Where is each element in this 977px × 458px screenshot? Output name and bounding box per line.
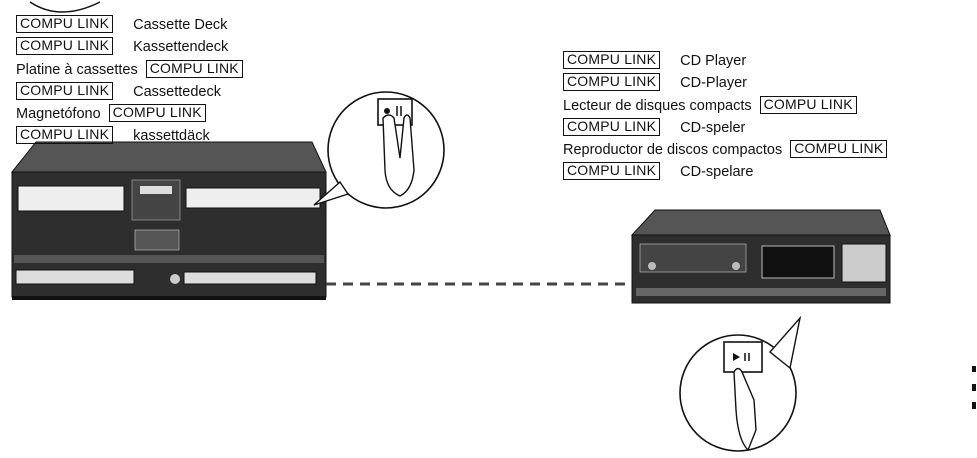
- label-text: CD-speler: [680, 119, 746, 136]
- cd-label-4: Reproductor de discos compactos COMPU LIN…: [563, 139, 888, 161]
- label-text: CD Player: [680, 53, 747, 69]
- label-text: Magnetófono: [16, 106, 101, 123]
- cd-label-1: COMPU LINK CD-Player: [563, 72, 887, 94]
- cassette-label-4: Magnetófono COMPU LINK: [16, 103, 243, 125]
- cassette-deck-illustration: [10, 141, 327, 300]
- cd-player-illustration: [630, 209, 891, 304]
- compu-link-badge: COMPU LINK: [108, 104, 206, 123]
- compu-link-badge: COMPU LINK: [563, 51, 661, 69]
- cd-label-3: COMPU LINK CD-speler: [563, 117, 887, 139]
- cassette-label-3: COMPU LINK Cassettedeck: [16, 81, 243, 103]
- compu-link-badge: COMPU LINK: [145, 59, 243, 78]
- cassette-label-2: Platine à cassettes COMPU LINK: [16, 59, 243, 81]
- cd-label-0: COMPU LINK CD Player: [563, 50, 887, 72]
- cassette-label-0: COMPU LINK Cassette Deck: [16, 14, 243, 36]
- compu-link-badge: COMPU LINK: [563, 162, 661, 181]
- label-text: Cassette Deck: [133, 17, 228, 33]
- compu-link-badge: COMPU LINK: [16, 37, 114, 56]
- cd-label-5: COMPU LINK CD-spelare: [563, 161, 887, 183]
- compu-link-badge: COMPU LINK: [563, 117, 661, 136]
- cassette-callout-bubble: [313, 91, 445, 209]
- cassette-labels: COMPU LINK Cassette Deck COMPU LINK Kasset…: [16, 14, 243, 148]
- cd-callout-bubble: [679, 315, 802, 452]
- compu-link-badge: COMPU LINK: [16, 126, 114, 145]
- label-text: Kassettendeck: [133, 39, 229, 56]
- label-text: Platine à cassettes: [16, 61, 138, 78]
- compu-link-badge: COMPU LINK: [790, 140, 888, 159]
- cassette-label-5: COMPU LINK kassettdäck: [16, 125, 243, 147]
- label-text: Reproductor de discos compactos: [563, 142, 783, 159]
- label-text: CD-spelare: [680, 164, 754, 181]
- label-text: Cassettedeck: [133, 83, 221, 100]
- compu-link-badge: COMPU LINK: [16, 81, 114, 100]
- label-text: CD-Player: [680, 75, 747, 92]
- label-text: kassettdäck: [133, 128, 210, 145]
- compu-link-badge: COMPU LINK: [16, 15, 114, 33]
- cd-label-2: Lecteur de disques compacts COMPU LINK: [563, 95, 887, 117]
- callout-circle-fragment: [29, 1, 101, 13]
- label-text: Lecteur de disques compacts: [563, 97, 752, 114]
- compu-link-badge: COMPU LINK: [759, 95, 857, 114]
- compu-link-badge: COMPU LINK: [563, 73, 661, 92]
- cassette-label-1: COMPU LINK Kassettendeck: [16, 36, 243, 58]
